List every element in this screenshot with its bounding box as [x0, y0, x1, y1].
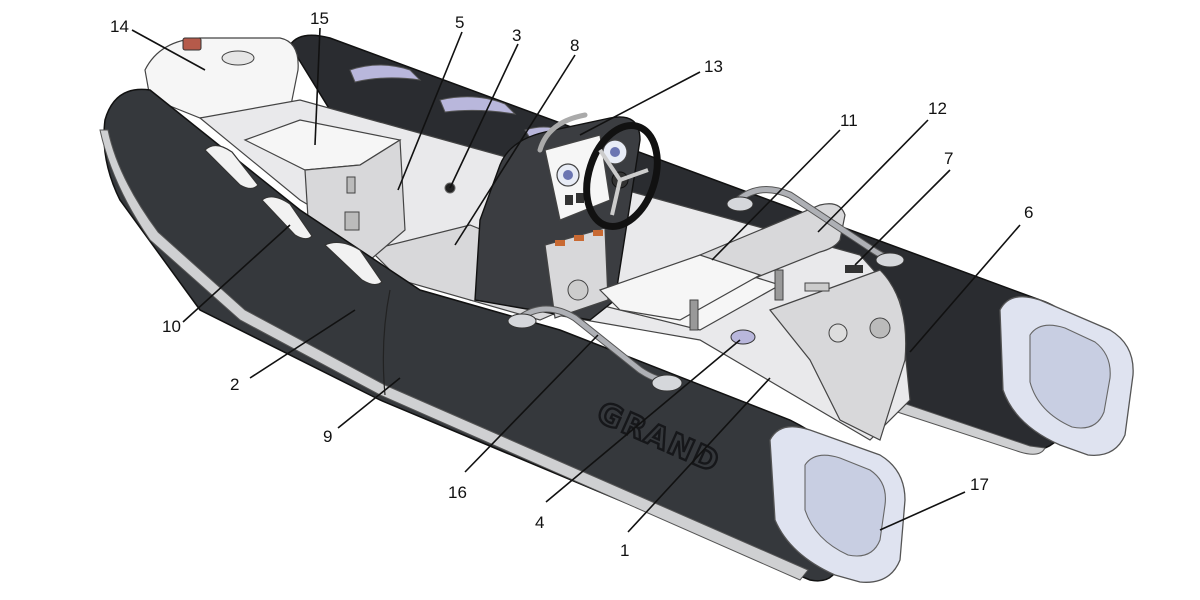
callout-14: 14	[110, 17, 129, 36]
leader-13	[579, 71, 701, 136]
callout-2: 2	[230, 375, 239, 394]
bow-light	[182, 37, 202, 51]
leader-4	[545, 339, 741, 503]
side-rails	[507, 186, 905, 392]
leader-5	[397, 31, 463, 191]
hatch-handle	[221, 50, 255, 66]
callout-13: 13	[704, 57, 723, 76]
leader-3	[449, 43, 519, 189]
leader-15	[314, 27, 321, 146]
callout-10: 10	[162, 317, 181, 336]
console	[474, 112, 641, 321]
callout-15: 15	[310, 9, 329, 28]
leader-12	[817, 119, 929, 233]
leader-16	[464, 334, 599, 473]
callout-5: 5	[455, 13, 464, 32]
callout-4: 4	[535, 513, 544, 532]
leader-6	[909, 224, 1021, 353]
callout-9: 9	[323, 427, 332, 446]
callout-7: 7	[944, 149, 953, 168]
stern-transom	[769, 265, 907, 441]
leader-17	[879, 491, 966, 531]
steering-wheel	[583, 122, 661, 230]
callout-numbers: 1 2 3 4 5 6 7 8 9 10 11 12 13 14 15 16 1…	[110, 9, 1033, 560]
callout-leaders	[131, 27, 1021, 533]
callout-16: 16	[448, 483, 467, 502]
callout-17: 17	[970, 475, 989, 494]
leader-8	[454, 54, 576, 246]
leader-7	[854, 169, 951, 266]
tube-end-cones	[769, 296, 1134, 583]
leader-14	[131, 29, 206, 71]
far-grab-handles	[349, 64, 568, 194]
near-grab-handles	[204, 144, 383, 286]
callout-6: 6	[1024, 203, 1033, 222]
leader-1	[627, 377, 771, 533]
leader-9	[337, 377, 401, 429]
callout-1: 1	[620, 541, 629, 560]
callout-12: 12	[928, 99, 947, 118]
callout-8: 8	[570, 36, 579, 55]
leader-11	[711, 129, 841, 261]
callout-3: 3	[512, 26, 521, 45]
leader-10	[182, 224, 291, 323]
callout-11: 11	[840, 111, 858, 130]
leader-2	[249, 309, 356, 379]
seat-backrest	[598, 203, 846, 331]
